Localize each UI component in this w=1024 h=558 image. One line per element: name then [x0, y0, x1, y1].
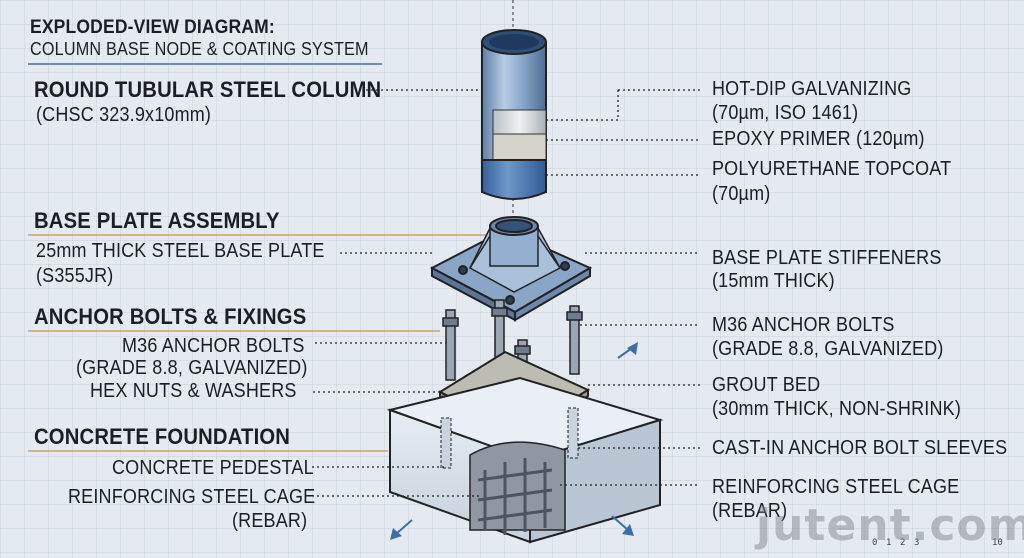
- scale-tick: 2: [900, 538, 906, 548]
- label-pedestal: CONCRETE PEDESTAL: [112, 457, 314, 479]
- label-grout-bed: GROUT BED: [712, 374, 821, 396]
- label-cage-right: REINFORCING STEEL CAGE: [712, 476, 960, 498]
- label-cage-rebar-left: (REBAR): [232, 510, 308, 532]
- label-cage-rebar-right: (REBAR): [712, 500, 788, 522]
- label-grout-spec: (30mm THICK, NON-SHRINK): [712, 398, 962, 420]
- direction-arrows: [390, 342, 638, 540]
- scale-tick: 10: [992, 538, 1003, 548]
- rebar-cage: [477, 458, 553, 535]
- label-m36-grade-left: (GRADE 8.8, GALVANIZED): [76, 357, 308, 379]
- heading-concrete-foundation: CONCRETE FOUNDATION: [34, 424, 291, 449]
- label-hex-nuts: HEX NUTS & WASHERS: [90, 380, 297, 402]
- label-sleeves: CAST-IN ANCHOR BOLT SLEEVES: [712, 437, 1008, 459]
- label-base-plate: 25mm THICK STEEL BASE PLATE: [36, 240, 325, 262]
- label-column: ROUND TUBULAR STEEL COLUMN: [34, 77, 382, 102]
- diagram-subtitle: COLUMN BASE NODE & COATING SYSTEM: [30, 39, 369, 59]
- label-topcoat-spec: (70µm): [712, 183, 771, 205]
- label-m36-left: M36 ANCHOR BOLTS: [122, 335, 305, 357]
- label-topcoat: POLYURETHANE TOPCOAT: [712, 158, 952, 180]
- scale-bar: 0 1 2 3 10: [872, 538, 1012, 552]
- heading-anchor-bolts: ANCHOR BOLTS & FIXINGS: [34, 304, 307, 329]
- base-plate-assembly: [429, 216, 593, 322]
- concrete-foundation: [386, 376, 664, 544]
- steel-column: [481, 29, 547, 200]
- heading-base-plate-assembly: BASE PLATE ASSEMBLY: [34, 208, 280, 233]
- label-galvanizing-spec: (70µm, ISO 1461): [712, 102, 859, 124]
- label-epoxy-primer: EPOXY PRIMER (120µm): [712, 128, 925, 150]
- label-cage-left: REINFORCING STEEL CAGE: [68, 486, 316, 508]
- scale-tick: 0: [872, 538, 878, 548]
- scale-tick: 1: [886, 538, 892, 548]
- label-m36-right: M36 ANCHOR BOLTS: [712, 314, 895, 336]
- label-stiffeners-spec: (15mm THICK): [712, 270, 835, 292]
- leader-lines: [312, 89, 700, 497]
- scale-tick: 3: [914, 538, 920, 548]
- section-separators: [28, 234, 495, 452]
- label-m36-grade-right: (GRADE 8.8, GALVANIZED): [712, 338, 944, 360]
- diagram-title: EXPLODED-VIEW DIAGRAM:: [30, 17, 275, 38]
- label-base-plate-grade: (S355JR): [36, 265, 114, 287]
- watermark: jutent.com: [756, 500, 1024, 551]
- label-stiffeners: BASE PLATE STIFFENERS: [712, 247, 942, 269]
- label-galvanizing: HOT-DIP GALVANIZING: [712, 78, 912, 100]
- label-column-spec: (CHSC 323.9x10mm): [36, 104, 212, 126]
